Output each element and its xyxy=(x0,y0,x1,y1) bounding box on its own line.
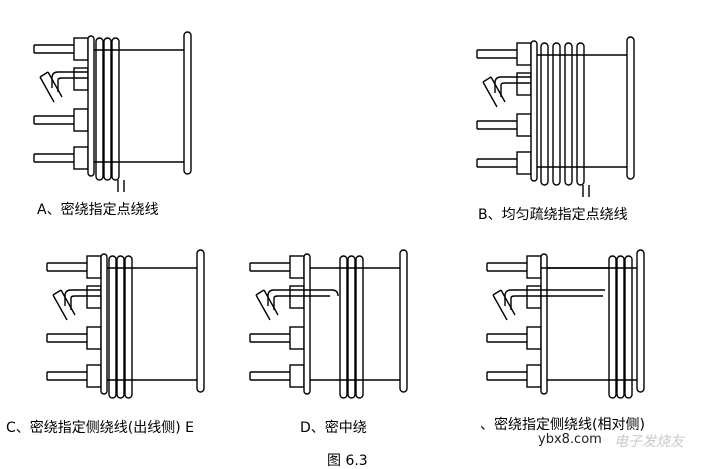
watermark-brand: 电子发烧友 xyxy=(614,434,684,450)
diagram-d xyxy=(249,249,408,399)
label-d: D、密中绕 xyxy=(300,420,367,436)
label-c: C、密绕指定侧绕线(出线侧) E xyxy=(6,420,194,436)
label-b: B、均匀疏绕指定点绕线 xyxy=(478,207,628,223)
watermark-site: ybx8.com xyxy=(538,432,602,447)
label-e: 、密绕指定侧绕线(相对侧) xyxy=(480,417,645,433)
diagram-a xyxy=(33,31,192,192)
diagram-c xyxy=(46,249,205,399)
diagram-e xyxy=(486,249,645,399)
figure-caption: 图 6.3 xyxy=(327,453,368,469)
label-a: A、密绕指定点绕线 xyxy=(37,202,159,218)
diagram-b xyxy=(476,36,635,197)
